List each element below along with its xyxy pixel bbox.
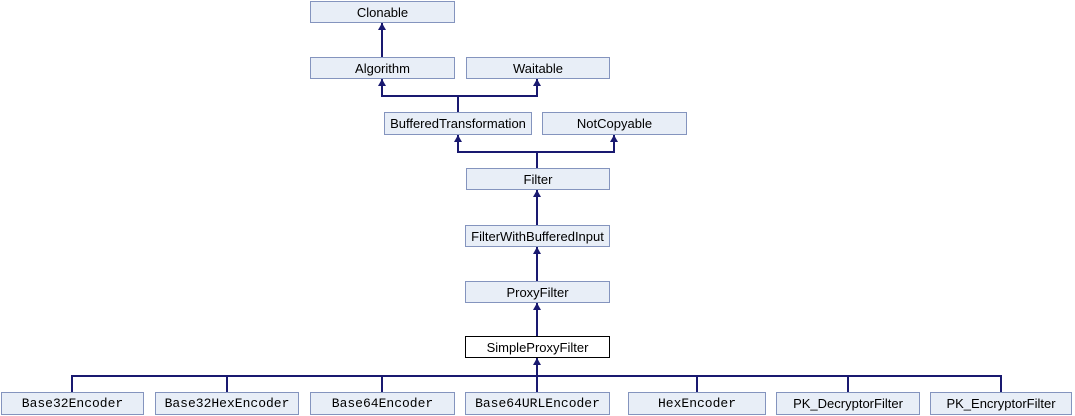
- edge-hexencoder-stub: [696, 377, 698, 392]
- edge-base64urlencoder-stub: [536, 377, 538, 392]
- edge-filter-notcopyable-stub: [613, 135, 615, 153]
- edge-pkdecryptorfilter-stub: [847, 377, 849, 392]
- edge-base32encoder-stub: [71, 377, 73, 392]
- arrowhead-up-icon: [610, 135, 618, 142]
- class-node-base64encoder[interactable]: Base64Encoder: [310, 392, 455, 415]
- arrowhead-up-icon: [533, 190, 541, 197]
- edge-filter-riser: [536, 153, 538, 168]
- edge-base32hexencoder-stub: [226, 377, 228, 392]
- edge-base64encoder-stub: [381, 377, 383, 392]
- arrowhead-up-icon: [533, 247, 541, 254]
- edge-simpleproxy-proxyfilter: [536, 303, 538, 336]
- class-node-simpleproxyfilter-current: SimpleProxyFilter: [465, 336, 610, 358]
- class-node-base64urlencoder[interactable]: Base64URLEncoder: [465, 392, 610, 415]
- class-node-filter[interactable]: Filter: [466, 168, 610, 190]
- class-node-notcopyable[interactable]: NotCopyable: [542, 112, 687, 135]
- edge-proxyfilter-fwbi: [536, 247, 538, 281]
- edge-children-riser: [536, 358, 538, 377]
- edge-bt-riser: [457, 97, 459, 112]
- edge-bt-waitable-stub: [536, 79, 538, 97]
- arrowhead-up-icon: [378, 79, 386, 86]
- edge-filter-bt-stub: [457, 135, 459, 153]
- edge-bt-algorithm-stub: [381, 79, 383, 97]
- arrowhead-up-icon: [533, 79, 541, 86]
- class-node-clonable[interactable]: Clonable: [310, 1, 455, 23]
- edge-filter-bus: [457, 151, 615, 153]
- class-node-base32encoder[interactable]: Base32Encoder: [1, 392, 144, 415]
- class-node-bufferedtransformation[interactable]: BufferedTransformation: [384, 112, 532, 135]
- edge-pkencryptorfilter-stub: [1000, 377, 1002, 392]
- arrowhead-up-icon: [533, 358, 541, 365]
- edge-algorithm-clonable: [381, 23, 383, 57]
- edge-children-bus: [71, 375, 1002, 377]
- class-node-pk-decryptorfilter[interactable]: PK_DecryptorFilter: [776, 392, 920, 415]
- arrowhead-up-icon: [454, 135, 462, 142]
- class-node-algorithm[interactable]: Algorithm: [310, 57, 455, 79]
- edge-fwbi-filter: [536, 190, 538, 225]
- arrowhead-up-icon: [378, 23, 386, 30]
- class-node-proxyfilter[interactable]: ProxyFilter: [465, 281, 610, 303]
- arrowhead-up-icon: [533, 303, 541, 310]
- edge-bt-bus: [381, 95, 538, 97]
- class-node-waitable[interactable]: Waitable: [466, 57, 610, 79]
- class-node-base32hexencoder[interactable]: Base32HexEncoder: [155, 392, 299, 415]
- class-node-hexencoder[interactable]: HexEncoder: [628, 392, 766, 415]
- class-node-filterwithbufferedinput[interactable]: FilterWithBufferedInput: [465, 225, 610, 247]
- class-node-pk-encryptorfilter[interactable]: PK_EncryptorFilter: [930, 392, 1072, 415]
